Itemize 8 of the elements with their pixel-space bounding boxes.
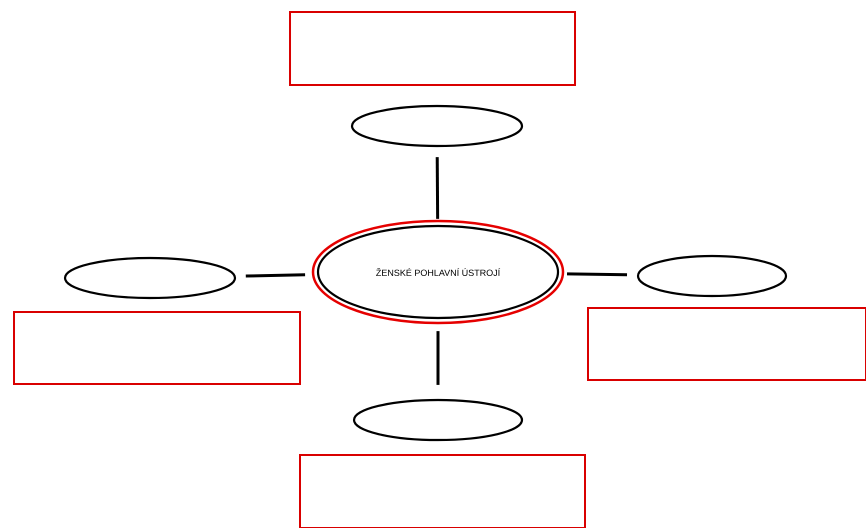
connector-line: [246, 273, 306, 278]
empty-ellipse: [352, 398, 524, 442]
connector-line: [436, 157, 440, 219]
empty-ellipse: [64, 256, 236, 300]
empty-ellipse: [350, 104, 524, 148]
connector-line: [567, 272, 628, 276]
connector-line: [436, 331, 440, 385]
empty-ellipse: [636, 254, 788, 298]
